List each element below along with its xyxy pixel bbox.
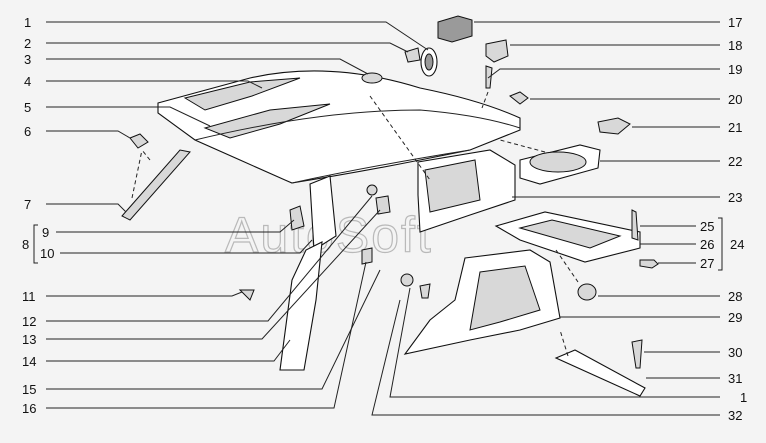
part-30-screw	[631, 339, 643, 369]
label-24: 24	[730, 237, 744, 252]
label-11: 11	[22, 289, 36, 304]
label-9: 9	[42, 225, 49, 240]
label-5: 5	[24, 100, 31, 115]
headliner	[157, 70, 521, 184]
label-25: 25	[700, 219, 714, 234]
label-22: 22	[728, 154, 742, 169]
label-21: 21	[728, 120, 742, 135]
left-labels: 1 2 3 4 5 6 7 9 8 10 11 12 13 14 15 16	[22, 15, 54, 416]
part-1-lower-clip	[400, 273, 414, 287]
leader-lines	[33, 21, 723, 416]
part-25-strip	[631, 209, 639, 241]
label-32: 32	[728, 408, 742, 423]
label-18: 18	[728, 38, 742, 53]
label-13: 13	[22, 332, 36, 347]
label-14: 14	[22, 354, 36, 369]
label-4: 4	[24, 74, 31, 89]
label-16: 16	[22, 401, 36, 416]
part-14-pillar-trim	[279, 241, 323, 371]
label-15: 15	[22, 382, 36, 397]
part-28-cap	[577, 283, 597, 301]
label-19: 19	[728, 62, 742, 77]
label-23: 23	[728, 190, 742, 205]
label-1-bottom: 1	[740, 390, 747, 405]
right-labels: 17 18 19 20 21 22 23 25 24 26 27 28 29 3…	[700, 15, 747, 423]
part-7-strip	[121, 149, 191, 221]
part-16-bracket	[361, 247, 373, 265]
part-20-clip	[509, 91, 529, 105]
label-10: 10	[40, 246, 54, 261]
roof-plug	[361, 72, 383, 84]
label-28: 28	[728, 289, 742, 304]
part-32-screw	[419, 283, 431, 299]
part-11-screw	[238, 289, 255, 301]
label-1-top: 1	[24, 15, 31, 30]
label-27: 27	[700, 256, 714, 271]
part-27-plug	[639, 259, 659, 269]
label-7: 7	[24, 197, 31, 212]
label-3: 3	[24, 52, 31, 67]
label-2: 2	[24, 36, 31, 51]
label-20: 20	[728, 92, 742, 107]
label-30: 30	[728, 345, 742, 360]
part-18-bracket	[485, 39, 509, 63]
part-23-quarter-trim	[417, 149, 516, 233]
part-17-block	[437, 15, 473, 43]
label-17: 17	[728, 15, 742, 30]
label-26: 26	[700, 237, 714, 252]
part-6-clip	[129, 133, 149, 149]
dome-lamp	[404, 47, 438, 77]
part-21-fastener	[597, 117, 631, 135]
label-12: 12	[22, 314, 36, 329]
label-31: 31	[728, 371, 742, 386]
part-12-nut	[366, 184, 378, 196]
label-6: 6	[24, 124, 31, 139]
part-22-speaker	[519, 144, 601, 185]
part-31-sill	[554, 349, 646, 397]
label-29: 29	[728, 310, 742, 325]
label-8: 8	[22, 237, 29, 252]
part-9-10-pillar-trim	[289, 175, 337, 251]
part-13-clip	[375, 195, 391, 215]
part-29-side-trim	[403, 249, 561, 355]
part-26-floor-panel	[494, 211, 641, 263]
